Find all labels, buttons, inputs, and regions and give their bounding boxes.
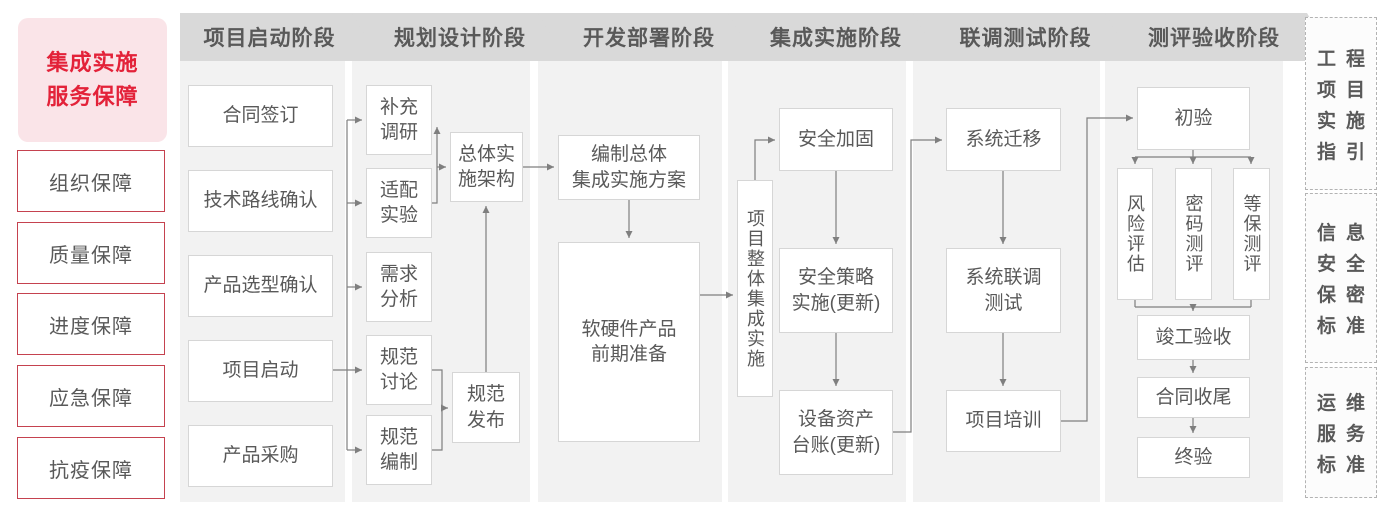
node-hw-sw-preparation: 软硬件产品 前期准备	[558, 242, 700, 442]
node-completion-acceptance: 竣工验收	[1137, 315, 1250, 360]
sidebar-title-line1: 集成实施	[46, 49, 139, 75]
node-product-selection-confirm: 产品选型确认	[188, 255, 333, 317]
node-adaptation-experiment: 适配 实验	[366, 168, 432, 238]
panel-line: 信息	[1316, 223, 1375, 244]
node-joint-debugging-test: 系统联调 测试	[946, 248, 1061, 333]
sidebar-item-organization-guarantee: 组织保障	[17, 150, 165, 212]
node-initial-acceptance: 初验	[1137, 87, 1250, 150]
panel-line: 指引	[1316, 141, 1375, 163]
node-risk-assessment: 风险评估	[1117, 168, 1153, 300]
node-project-kickoff: 项目启动	[188, 340, 333, 402]
node-project-training: 项目培训	[946, 390, 1061, 452]
node-requirement-analysis: 需求 分析	[366, 252, 432, 322]
node-contract-signing: 合同签订	[188, 85, 333, 147]
node-crypto-evaluation: 密码测评	[1175, 168, 1212, 300]
sidebar-title: 集成实施 服务保障	[18, 18, 167, 142]
phase-header-acceptance: 测评验收阶段	[1105, 13, 1321, 61]
node-final-acceptance: 终验	[1137, 437, 1250, 478]
panel-line: 服务	[1316, 424, 1375, 445]
phase-header-integration: 集成实施阶段	[728, 13, 942, 61]
panel-om-service-standard: 运维 服务 标准	[1305, 367, 1377, 498]
sidebar-item-quality-guarantee: 质量保障	[17, 222, 165, 284]
node-overall-project-integration: 项目整体集成实施	[737, 180, 773, 397]
node-tech-route-confirm: 技术路线确认	[188, 170, 333, 232]
sidebar-item-schedule-guarantee: 进度保障	[17, 293, 165, 355]
phase-header-dev-deploy: 开发部署阶段	[538, 13, 758, 61]
node-security-hardening: 安全加固	[779, 108, 893, 171]
sidebar-item-pandemic-guarantee: 抗疫保障	[17, 437, 165, 499]
phase-header-planning-design: 规划设计阶段	[352, 13, 566, 61]
node-mlps-evaluation: 等保测评	[1233, 168, 1270, 300]
panel-line: 安全	[1316, 254, 1375, 275]
node-system-migration: 系统迁移	[946, 108, 1061, 171]
panel-line: 标准	[1316, 455, 1375, 476]
node-security-policy-implementation: 安全策略 实施(更新)	[779, 248, 893, 333]
panel-line: 工程	[1316, 48, 1375, 70]
sidebar-item-emergency-guarantee: 应急保障	[17, 365, 165, 427]
node-product-procurement: 产品采购	[188, 425, 333, 487]
panel-line: 项目	[1316, 79, 1375, 101]
panel-line: 标准	[1316, 316, 1375, 337]
panel-line: 保密	[1316, 285, 1375, 306]
phase-header-project-kickoff: 项目启动阶段	[180, 13, 369, 61]
node-overall-integration-plan: 编制总体 集成实施方案	[558, 135, 700, 200]
node-spec-release: 规范 发布	[452, 372, 520, 443]
node-overall-impl-architecture: 总体实 施架构	[450, 132, 523, 202]
node-spec-drafting: 规范 编制	[366, 415, 432, 485]
panel-line: 实施	[1316, 110, 1375, 132]
node-spec-discussion: 规范 讨论	[366, 335, 432, 405]
node-asset-ledger-update: 设备资产 台账(更新)	[779, 390, 893, 475]
node-supplementary-research: 补充 调研	[366, 85, 432, 155]
node-contract-closure: 合同收尾	[1137, 377, 1250, 418]
phase-header-joint-test: 联调测试阶段	[913, 13, 1136, 61]
sidebar-title-line2: 服务保障	[46, 84, 139, 109]
panel-line: 运维	[1316, 393, 1375, 414]
panel-project-implementation-guide: 工程 项目 实施 指引	[1305, 17, 1377, 190]
panel-infosec-confidentiality-standard: 信息 安全 保密 标准	[1305, 193, 1377, 363]
